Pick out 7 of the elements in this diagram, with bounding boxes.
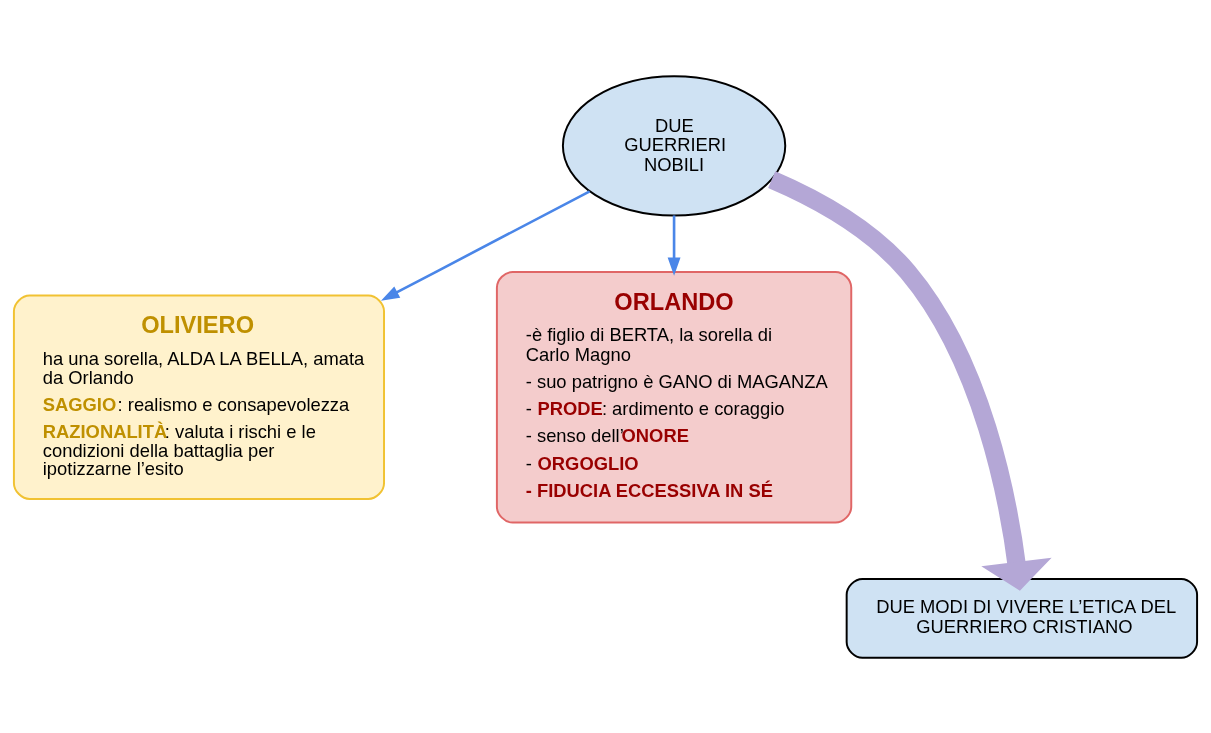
arrow: [380, 189, 591, 301]
node-box: DUE MODI DI VIVERE L’ETICA DEL GUERRIERO CRISTIANO: [845, 577, 1199, 659]
node-box: ORLANDO -è figlio di BERTA, la sorella di Carlo Magno - suo patrigno è GANO di MAGANZA - PRODE: ardimento e coraggio - senso dell’ONORE - ORGOGLIO - FIDUCIA ECCESSIVA IN SÉ: [495, 270, 853, 524]
node-box: OLIVIERO ha una sorella, ALDA LA BELLA, amata da Orlando SAGGIO: realismo e consapevolezza RAZIONALITÀ: valuta i rischi e le condizioni della battaglia per ipotizzarne l’esito: [12, 294, 385, 500]
node-ellipse: DUE GUERRIERI NOBILI: [561, 74, 787, 216]
arrow: [768, 170, 1052, 591]
arrow: [667, 214, 681, 276]
